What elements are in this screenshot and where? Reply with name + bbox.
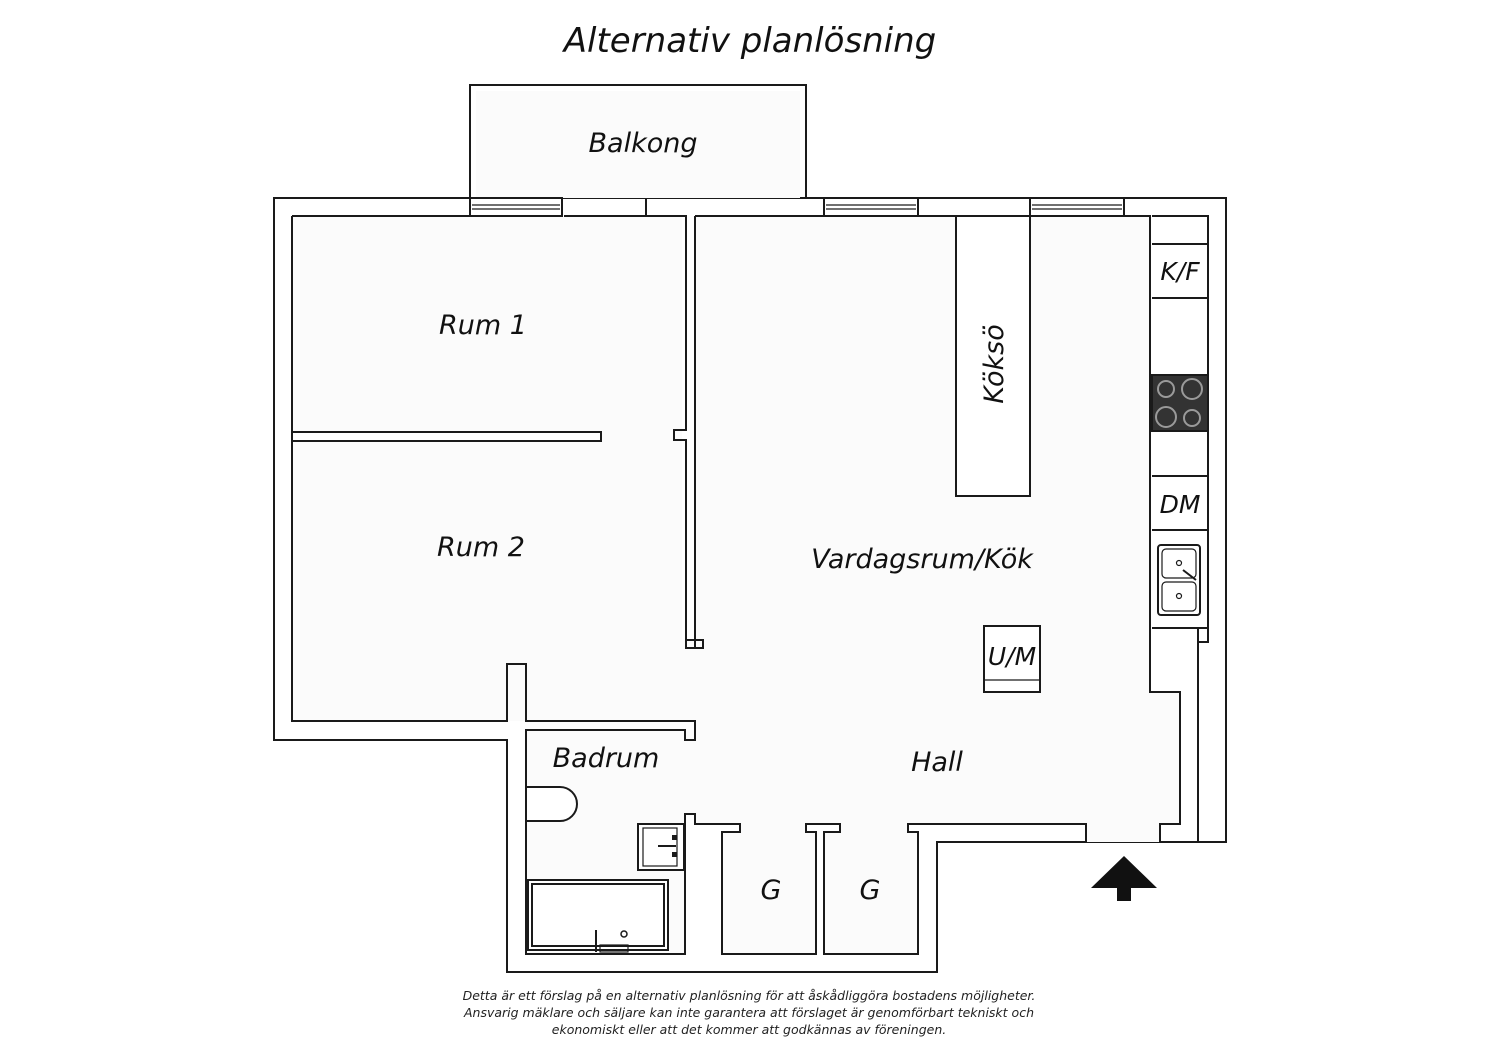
kitchen-counter: K/F DM [1151, 243, 1209, 616]
washer-dryer: U/M [983, 625, 1041, 693]
stove-icon [1151, 374, 1209, 432]
kitchen-island: Köksö [955, 215, 1031, 497]
room-label-balkong: Balkong [589, 128, 698, 159]
bathtub-icon [527, 879, 669, 953]
window-living-2 [1029, 197, 1125, 217]
disclaimer: Detta är ett förslag på en alternativ pl… [463, 988, 1036, 1037]
kitchen-sink-icon [1157, 544, 1201, 616]
plan-title: Alternativ planlösning [562, 21, 937, 61]
dishwasher-label: DM [1160, 490, 1201, 519]
disclaimer-line-3: ekonomiskt eller att det kommer att godk… [552, 1022, 946, 1037]
disclaimer-line-1: Detta är ett förslag på en alternativ pl… [463, 988, 1036, 1003]
room-label-hall: Hall [911, 747, 963, 778]
room-label-rum1: Rum 1 [439, 310, 527, 341]
room-label-garderob-1: G [761, 875, 782, 906]
washer-dryer-label: U/M [988, 642, 1036, 671]
toilet-icon [525, 786, 578, 822]
windows [469, 197, 1125, 217]
room-label-garderob-2: G [860, 875, 881, 906]
room-label-rum2: Rum 2 [437, 532, 525, 563]
room-label-badrum: Badrum [553, 743, 660, 774]
entrance-arrow-icon [1091, 856, 1157, 901]
room-label-vardagsrum-kok: Vardagsrum/Kök [811, 544, 1034, 575]
kitchen-island-label: Köksö [979, 324, 1010, 403]
window-living-1 [823, 197, 919, 217]
washbasin-icon [637, 823, 685, 871]
fridge-freezer-label: K/F [1160, 257, 1200, 286]
disclaimer-line-2: Ansvarig mäklare och säljare kan inte ga… [463, 1005, 1034, 1020]
window-rum1 [469, 197, 563, 217]
